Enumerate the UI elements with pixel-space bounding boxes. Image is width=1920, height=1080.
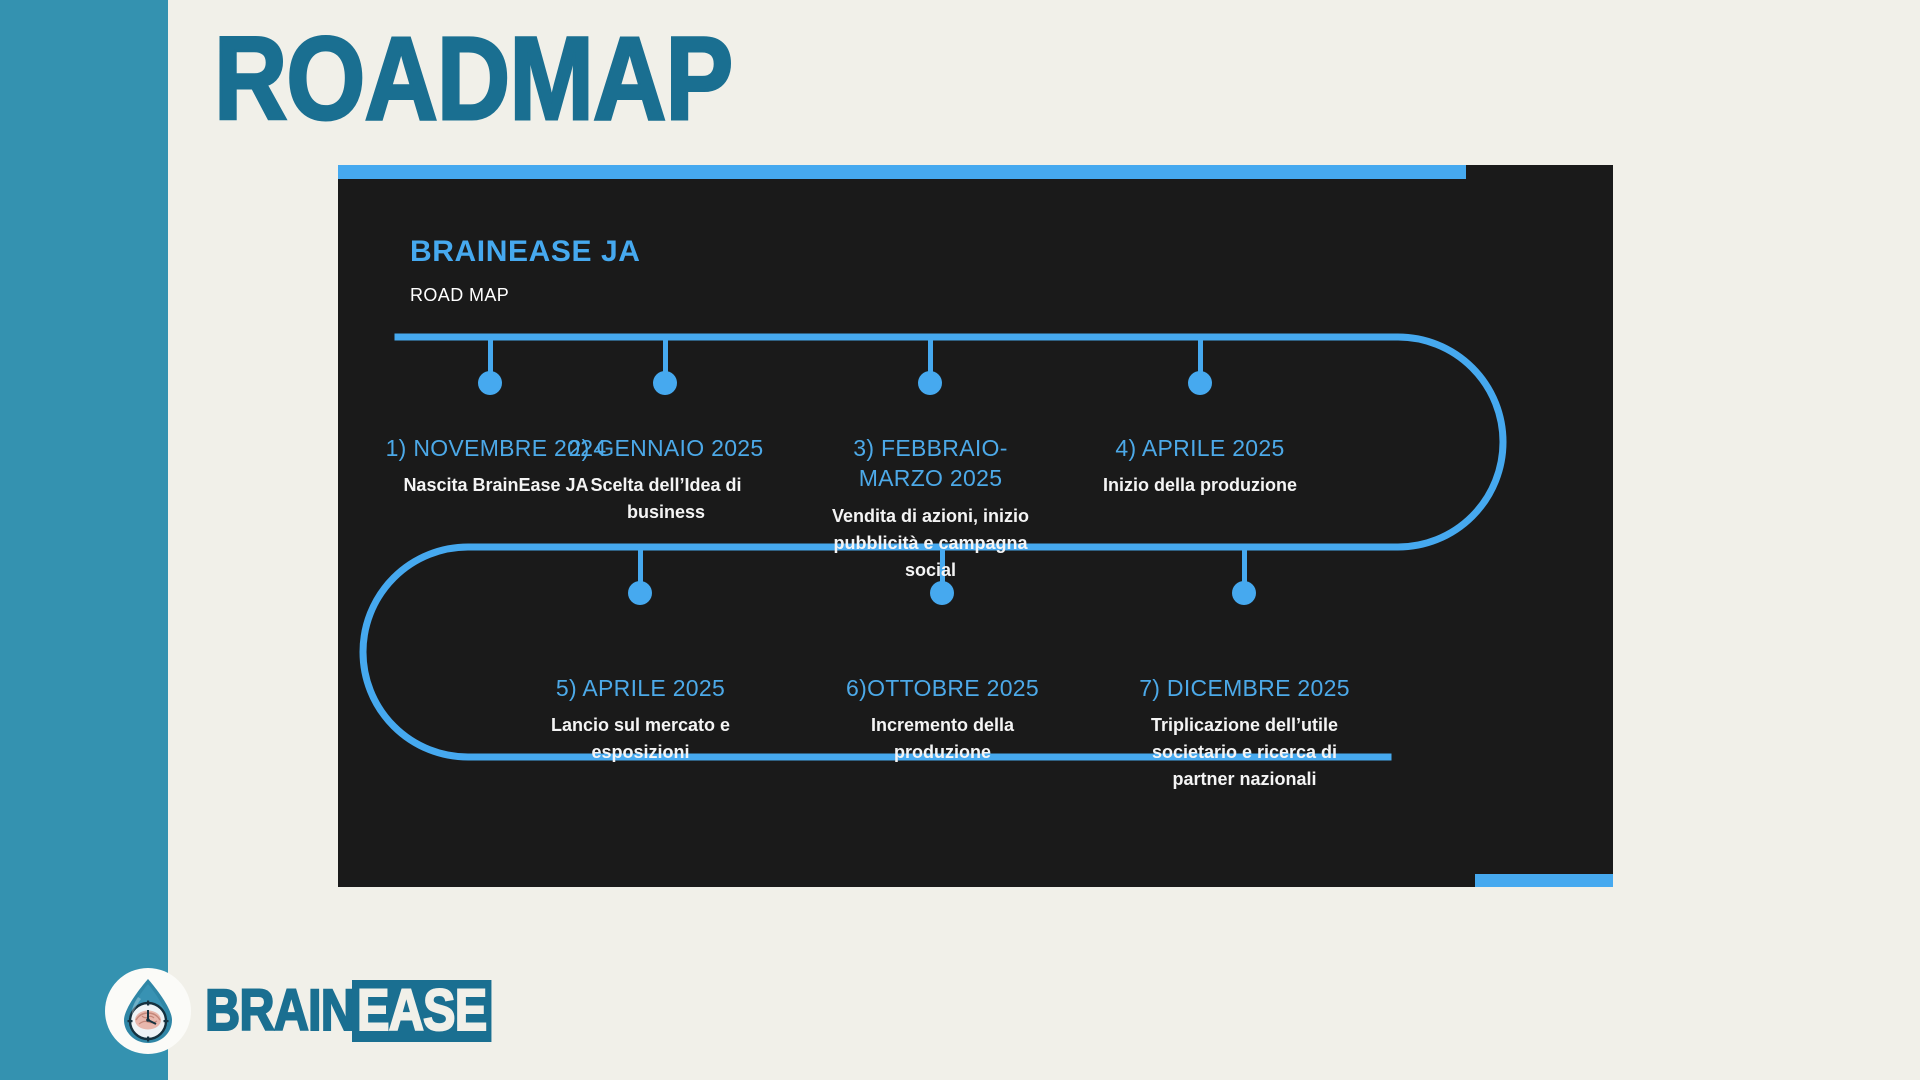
brand-logo: BRAIN EASE: [105, 968, 518, 1054]
logo-word-brain: BRAIN: [204, 978, 357, 1043]
node-dot-icon: [1232, 581, 1256, 605]
node-stem-icon: [940, 547, 945, 587]
node-stem-icon: [488, 337, 493, 377]
milestone-7[interactable]: 7) DICEMBRE 2025 Triplicazione dell’util…: [1122, 673, 1367, 793]
logo-word-ease: EASE: [351, 979, 492, 1043]
node-stem-icon: [1242, 547, 1247, 587]
node-stem-icon: [638, 547, 643, 587]
node-dot-icon: [628, 581, 652, 605]
milestone-4[interactable]: 4) APRILE 2025 Inizio della produzione: [1080, 433, 1320, 499]
node-stem-icon: [928, 337, 933, 377]
milestone-description: Scelta dell’Idea di business: [590, 475, 742, 523]
card-bottom-accent-bar: [1475, 874, 1613, 887]
milestone-description: Lancio sul mercato e esposizioni: [550, 715, 731, 763]
card-top-accent-bar: [338, 165, 1466, 179]
node-dot-icon: [930, 581, 954, 605]
card-heading: BRAINEASE JA: [410, 235, 641, 268]
milestone-date: 5) APRILE 2025: [555, 675, 726, 701]
milestone-1[interactable]: 1) NOVEMBRE 2024 Nascita BrainEase JA: [366, 433, 626, 499]
brain-droplet-clock-icon: [124, 979, 172, 1043]
milestone-description: Vendita di azioni, inizio pubblicità e c…: [831, 505, 1029, 580]
milestone-date: 7) DICEMBRE 2025: [1139, 675, 1350, 701]
node-stem-icon: [663, 337, 668, 377]
milestone-3[interactable]: 3) FEBBRAIO-MARZO 2025 Vendita di azioni…: [818, 433, 1043, 584]
logo-wordmark: BRAIN EASE: [204, 978, 518, 1043]
milestone-description: Inizio della produzione: [1102, 475, 1297, 496]
node-dot-icon: [653, 371, 677, 395]
node-dot-icon: [918, 371, 942, 395]
milestone-description: Incremento della produzione: [870, 715, 1015, 763]
node-dot-icon: [478, 371, 502, 395]
milestone-date: 4) APRILE 2025: [1115, 435, 1285, 461]
milestone-6[interactable]: 6)OTTOBRE 2025 Incremento della produzio…: [820, 673, 1065, 766]
roadmap-card: BRAINEASE JA ROAD MAP: [338, 165, 1613, 887]
milestone-date: 1) NOVEMBRE 2024: [385, 435, 607, 461]
milestone-date: 2) GENNAIO 2025: [568, 435, 764, 461]
node-stem-icon: [1198, 337, 1203, 377]
left-teal-rail: [0, 0, 168, 1080]
card-subheading: ROAD MAP: [410, 285, 510, 305]
milestone-description: Triplicazione dell’utile societario e ri…: [1150, 715, 1339, 790]
logo-badge: [105, 968, 191, 1054]
milestone-5[interactable]: 5) APRILE 2025 Lancio sul mercato e espo…: [518, 673, 763, 766]
milestone-description: Nascita BrainEase JA: [403, 475, 589, 496]
node-dot-icon: [1188, 371, 1212, 395]
page-title: ROADMAP: [213, 13, 735, 145]
milestone-2[interactable]: 2) GENNAIO 2025 Scelta dell’Idea di busi…: [560, 433, 772, 526]
milestone-date: 6)OTTOBRE 2025: [846, 675, 1039, 701]
milestone-date: 3) FEBBRAIO-MARZO 2025: [853, 435, 1008, 492]
